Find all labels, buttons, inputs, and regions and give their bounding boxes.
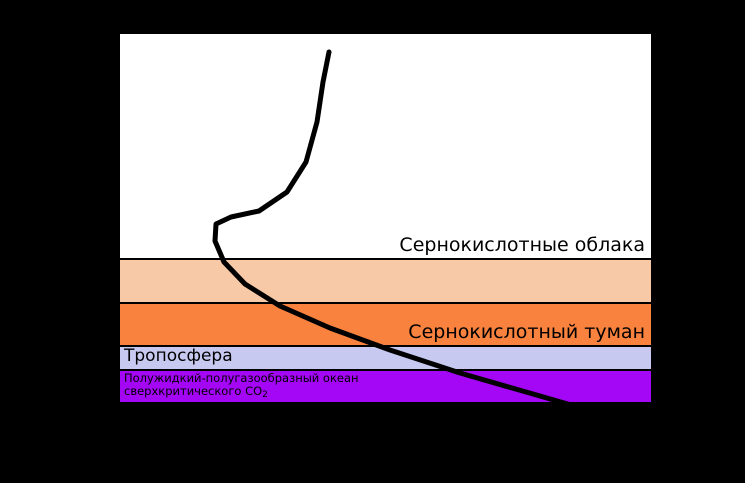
layer-sulfuric-acid-mist: Сернокислотный туман bbox=[120, 303, 651, 346]
layer-label-ocean-subscript: 2 bbox=[262, 389, 268, 400]
layer-label-troposphere: Тропосфера bbox=[124, 346, 233, 366]
layer-label-ocean-line2: сверхкритического CO bbox=[124, 383, 263, 398]
layer-troposphere: Тропосфера bbox=[120, 346, 651, 370]
layer-label-mist: Сернокислотный туман bbox=[408, 321, 645, 344]
layer-upper-haze bbox=[120, 259, 651, 303]
layer-label-clouds: Сернокислотные облака bbox=[399, 234, 645, 257]
layer-sulfuric-acid-clouds: Сернокислотные облака bbox=[120, 34, 651, 259]
venus-atmosphere-diagram: Сернокислотные облака Сернокислотный тум… bbox=[119, 33, 652, 402]
